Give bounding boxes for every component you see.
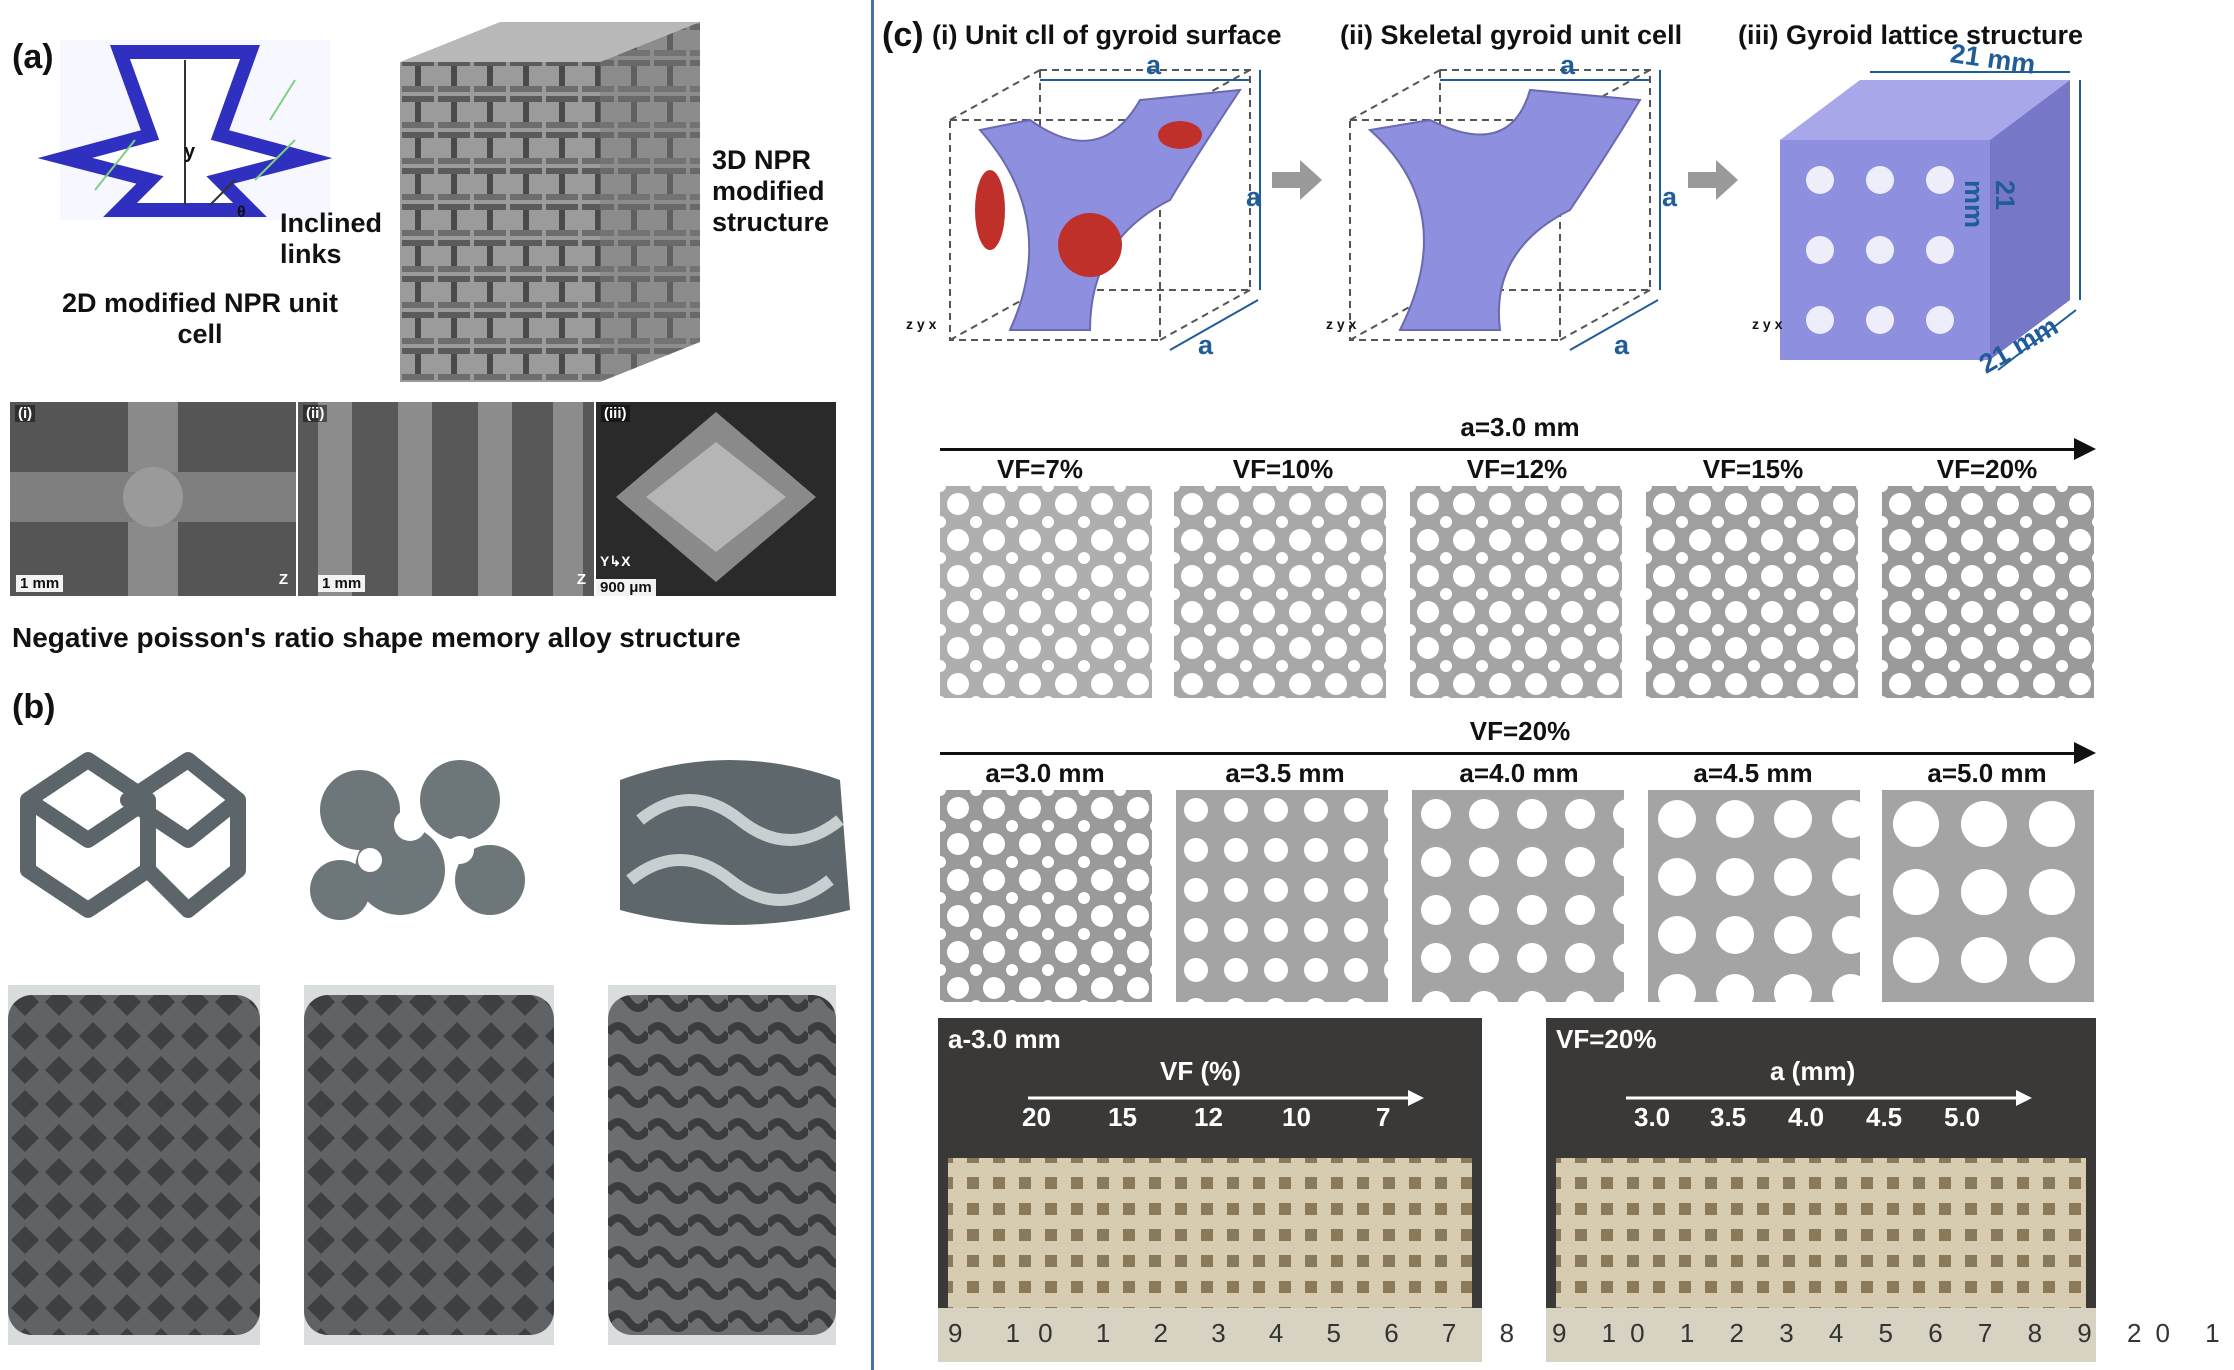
photo1-tick-5: 7 — [1376, 1102, 1391, 1132]
cube-i-axis: z y x — [906, 316, 937, 332]
row1-label-5: VF=20% — [1936, 454, 2038, 484]
unit-cell-caption: 2D modified NPR unit cell — [62, 288, 338, 350]
photo2-ruler: 9 10 1 2 3 4 5 6 7 8 9 20 1 — [1552, 1318, 2234, 1348]
cube-iii-axis: z y x — [1752, 316, 1783, 332]
cube-ii-axis: z y x — [1326, 316, 1357, 332]
row2-label-5: a=5.0 mm — [1927, 758, 2047, 788]
row2-label-3: a=4.0 mm — [1459, 758, 1579, 788]
photo1-corner: a-3.0 mm — [948, 1024, 1061, 1054]
title-unit-cell: (i) Unit cll of gyroid surface — [932, 20, 1282, 50]
inclined-links-label: Inclined links — [280, 208, 383, 270]
row1-label-2: VF=10% — [1232, 454, 1334, 484]
row2-arrowhead — [2074, 742, 2096, 764]
npr-structure-label: 3D NPR modified structure — [712, 145, 830, 238]
photo1-tick-2: 15 — [1108, 1102, 1137, 1132]
bcc-lattice-cylinder — [8, 985, 260, 1345]
gyroid-unit-cell — [620, 760, 850, 925]
cube-i-dim-depth: a — [1198, 330, 1214, 360]
cube-ii-dim-top: a — [1560, 50, 1576, 80]
title-lattice: (iii) Gyroid lattice structure — [1738, 20, 2084, 50]
panel-a-tag: (a) — [12, 38, 54, 76]
lattice-dim-side: 21 mm — [1958, 180, 2020, 229]
row1-header: a=3.0 mm — [1460, 412, 1580, 442]
photo2-tick-2: 3.5 — [1710, 1102, 1747, 1132]
photo-vf-series: a-3.0 mm VF (%) 20 15 12 10 7 9 10 1 2 3… — [938, 1018, 1629, 1362]
row1-label-4: VF=15% — [1702, 454, 1804, 484]
photo1-tick-3: 12 — [1194, 1102, 1223, 1132]
arrow-ii-to-iii — [1688, 160, 1738, 200]
photo2-axis-title: a (mm) — [1770, 1056, 1856, 1086]
photo2-tick-5: 5.0 — [1944, 1102, 1981, 1132]
row2-lattice-1 — [940, 790, 1152, 1002]
row1-lattice-3 — [1410, 486, 1622, 698]
bcc-unit-cell — [20, 752, 246, 918]
panel-b-tag: (b) — [12, 688, 56, 726]
npr-unit-cell-diagram — [37, 40, 333, 220]
row2-label-1: a=3.0 mm — [985, 758, 1105, 788]
photo2-tick-3: 4.0 — [1788, 1102, 1825, 1132]
title-skeletal: (ii) Skeletal gyroid unit cell — [1340, 20, 1683, 50]
y-label: y — [184, 141, 196, 163]
photo1-tick-1: 20 — [1022, 1102, 1051, 1132]
row2-lattice-4 — [1648, 790, 1860, 1002]
row1-lattice-4 — [1646, 486, 1858, 698]
gyroid-surface-cube — [949, 69, 1261, 351]
photo1-tick-4: 10 — [1282, 1102, 1311, 1132]
row1-arrowhead — [2074, 438, 2096, 460]
skeletal-gyroid-cube — [1349, 69, 1661, 351]
diamond-unit-cell — [310, 760, 525, 920]
diamond-lattice-cylinder — [304, 985, 554, 1345]
row1-arrow — [940, 448, 2080, 451]
sem-image-i: (i) 1 mm Z — [10, 402, 296, 596]
sem-image-ii: (ii) 1 mm Z — [298, 402, 594, 596]
npr-3d-structure — [400, 22, 700, 382]
photo2-tick-4: 4.5 — [1866, 1102, 1903, 1132]
row2-label-4: a=4.5 mm — [1693, 758, 1813, 788]
row2-arrow — [940, 752, 2080, 755]
cube-i-dim-top: a — [1146, 50, 1162, 80]
cube-ii-dim-depth: a — [1614, 330, 1630, 360]
row1-lattice-5 — [1882, 486, 2094, 698]
row1-label-3: VF=12% — [1466, 454, 1568, 484]
cube-i-dim-side: a — [1246, 182, 1262, 212]
photo2-tick-1: 3.0 — [1634, 1102, 1671, 1132]
cube-ii-dim-side: a — [1662, 182, 1678, 212]
panel-c-tag: (c) — [882, 16, 924, 54]
row1-label-1: VF=7% — [997, 454, 1083, 484]
row2-header: VF=20% — [1469, 716, 1571, 746]
sem-caption: Negative poisson's ratio shape memory al… — [12, 622, 741, 653]
photo-a-series: VF=20% a (mm) 3.0 3.5 4.0 4.5 5.0 9 10 1… — [1546, 1018, 2220, 1362]
photo1-axis-title: VF (%) — [1160, 1056, 1241, 1086]
row1-lattice-1 — [940, 486, 1152, 698]
row2-label-2: a=3.5 mm — [1225, 758, 1345, 788]
row2-lattice-2 — [1176, 790, 1388, 1002]
photo1-ruler: 9 10 1 2 3 4 5 6 7 8 9 2 — [948, 1318, 1648, 1348]
row2-lattice-5 — [1882, 790, 2094, 1002]
gyroid-lattice-cylinder — [608, 985, 836, 1345]
theta-label: θ — [237, 204, 246, 221]
sem-image-iii: (iii) 900 μm Y↳X — [596, 402, 836, 596]
photo2-corner: VF=20% — [1556, 1024, 1657, 1054]
gyroid-lattice-cube — [1780, 71, 2081, 371]
row1-lattice-2 — [1174, 486, 1386, 698]
arrow-i-to-ii — [1272, 160, 1322, 200]
row2-lattice-3 — [1412, 790, 1624, 1002]
panel-divider — [871, 0, 874, 1370]
